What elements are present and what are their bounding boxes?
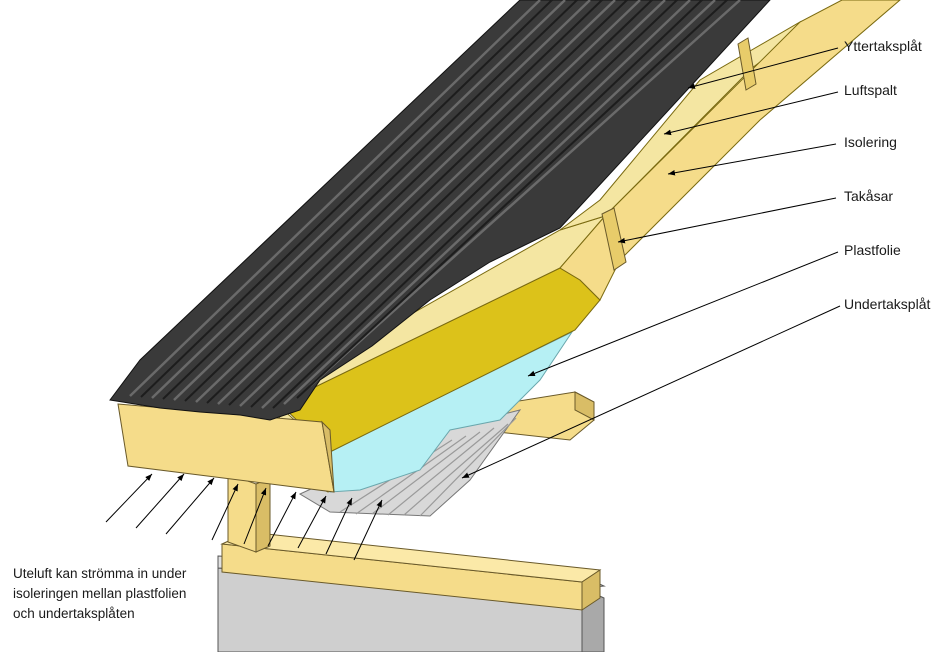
leader-lines <box>461 47 841 479</box>
label-takasar: Takåsar <box>844 188 894 204</box>
label-isolering: Isolering <box>844 134 897 150</box>
label-yttertaksplat: Yttertaksplåt <box>844 38 922 54</box>
leader-yttertaksplat <box>687 47 839 89</box>
label-luftspalt: Luftspalt <box>844 82 897 98</box>
note-line-3: och undertaksplåten <box>13 606 135 621</box>
leader-plastfolie <box>527 251 839 377</box>
airflow-arrow <box>135 473 185 529</box>
airflow-arrow <box>267 491 297 547</box>
note-line-2: isoleringen mellan plastfolien <box>13 586 187 601</box>
airflow-arrow <box>211 483 239 541</box>
airflow-arrow <box>165 477 215 535</box>
note-line-1: Uteluft kan strömma in under <box>13 566 187 581</box>
airflow-arrow <box>325 497 353 555</box>
wall-plate <box>220 531 602 611</box>
roof-joists <box>601 37 757 271</box>
fascia-board <box>117 403 335 493</box>
leader-takasar <box>617 197 837 244</box>
airflow-arrow <box>353 499 383 561</box>
airflow-arrow <box>105 473 153 523</box>
leader-isolering <box>667 143 837 176</box>
plastic-foil <box>327 330 574 493</box>
airflow-arrow <box>243 487 267 545</box>
label-plastfolie: Plastfolie <box>844 242 901 258</box>
ventilation-note: Uteluft kan strömma in under isoleringen… <box>13 564 186 624</box>
rafter-end <box>497 391 595 441</box>
airflow-arrows <box>105 473 383 561</box>
leader-undertaksplat <box>461 305 841 479</box>
eave-support <box>227 473 271 553</box>
outer-roof-sheet <box>109 0 771 421</box>
airflow-arrow <box>297 495 327 549</box>
leader-luftspalt <box>663 91 839 136</box>
label-undertaksplat: Undertaksplåt <box>844 296 931 312</box>
